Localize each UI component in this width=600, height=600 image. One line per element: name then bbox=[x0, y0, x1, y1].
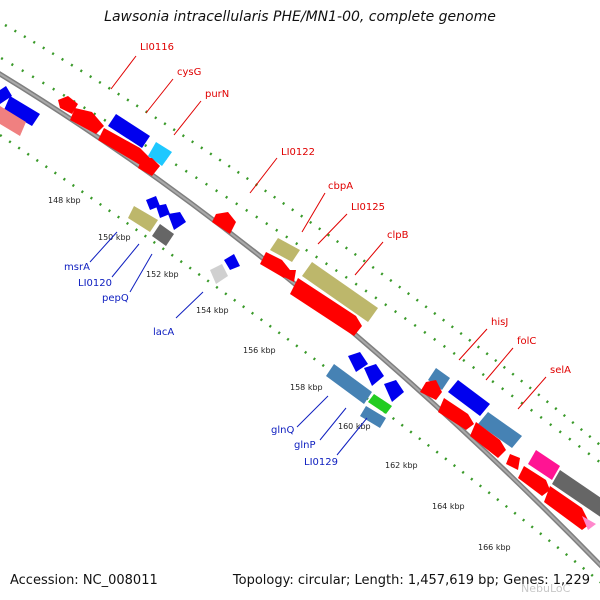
kbp-tick-label: 164 kbp bbox=[432, 502, 465, 511]
gene-feature[interactable] bbox=[364, 364, 384, 386]
gene-feature[interactable] bbox=[108, 114, 150, 148]
kbp-tick-label: 150 kbp bbox=[98, 233, 131, 242]
reverse-gene-labels: msrA LI0120 pepQ lacA glnQ glnP LI0129 bbox=[64, 231, 368, 468]
gene-feature[interactable] bbox=[70, 108, 104, 134]
gene-feature[interactable] bbox=[0, 86, 12, 104]
forward-gene-labels: LI0116 cysG purN LI0122 cbpA LI0125 clpB… bbox=[110, 42, 571, 410]
gene-feature[interactable] bbox=[544, 486, 590, 530]
gene-feature[interactable] bbox=[438, 398, 474, 430]
kbp-tick-label: 148 kbp bbox=[48, 196, 81, 205]
gene-feature[interactable] bbox=[224, 254, 240, 270]
gene-label: LI0125 bbox=[351, 202, 385, 213]
gene-feature[interactable] bbox=[0, 106, 26, 136]
gene-feature[interactable] bbox=[552, 470, 600, 518]
gene-label: LI0116 bbox=[140, 42, 174, 53]
watermark: NebuLoC bbox=[521, 582, 571, 595]
gene-feature[interactable] bbox=[58, 96, 78, 114]
gene-label: clpB bbox=[387, 230, 409, 241]
gene-label: msrA bbox=[64, 262, 90, 273]
gene-feature[interactable] bbox=[428, 368, 450, 390]
gene-feature[interactable] bbox=[152, 224, 174, 246]
gene-feature[interactable] bbox=[582, 516, 596, 530]
gene-feature[interactable] bbox=[360, 406, 386, 428]
gene-feature[interactable] bbox=[384, 380, 404, 402]
kbp-tick-label: 166 kbp bbox=[478, 543, 511, 552]
gene-feature[interactable] bbox=[290, 278, 362, 336]
gene-label: cysG bbox=[177, 67, 201, 78]
inner-dotted-ring bbox=[0, 133, 600, 584]
kbp-tick-label: 152 kbp bbox=[146, 270, 179, 279]
backbone-ring bbox=[0, 71, 600, 569]
gene-feature[interactable] bbox=[528, 450, 560, 480]
outer-dotted-ring bbox=[0, 23, 600, 464]
gene-label: purN bbox=[205, 89, 229, 100]
kbp-tick-label: 156 kbp bbox=[243, 346, 276, 355]
gene-feature[interactable] bbox=[270, 238, 300, 262]
genome-title: Lawsonia intracellularis PHE/MN1-00, com… bbox=[104, 9, 496, 25]
accession-text: Accession: NC_008011 bbox=[10, 573, 158, 588]
gene-label: LI0120 bbox=[78, 278, 112, 289]
kbp-tick-label: 160 kbp bbox=[338, 422, 371, 431]
gene-feature[interactable] bbox=[168, 212, 186, 230]
forward-genes bbox=[58, 96, 600, 530]
gene-feature[interactable] bbox=[348, 352, 368, 372]
gene-feature[interactable] bbox=[282, 270, 296, 282]
kbp-tick-label: 158 kbp bbox=[290, 383, 323, 392]
gene-feature[interactable] bbox=[156, 204, 170, 218]
gene-feature[interactable] bbox=[138, 158, 160, 176]
gene-feature[interactable] bbox=[368, 394, 392, 414]
gene-feature[interactable] bbox=[210, 264, 228, 284]
gene-feature[interactable] bbox=[4, 96, 40, 126]
gene-label: pepQ bbox=[102, 293, 129, 304]
gene-label: folC bbox=[517, 336, 536, 347]
gene-label: selA bbox=[550, 365, 571, 376]
gene-feature[interactable] bbox=[420, 380, 442, 400]
gene-feature[interactable] bbox=[470, 422, 506, 458]
gene-label: lacA bbox=[153, 327, 174, 338]
gene-feature[interactable] bbox=[128, 206, 158, 232]
gene-feature[interactable] bbox=[518, 466, 550, 496]
gene-label: glnQ bbox=[271, 425, 294, 436]
gene-feature[interactable] bbox=[302, 262, 378, 322]
gene-feature[interactable] bbox=[478, 412, 522, 448]
gene-feature[interactable] bbox=[506, 454, 520, 470]
gene-feature[interactable] bbox=[212, 212, 236, 234]
reverse-genes bbox=[0, 86, 404, 428]
gene-feature[interactable] bbox=[326, 364, 372, 404]
gene-feature[interactable] bbox=[98, 128, 150, 166]
gene-label: glnP bbox=[294, 440, 316, 451]
kbp-ticks: 148 kbp 150 kbp 152 kbp 154 kbp 156 kbp … bbox=[48, 196, 511, 552]
genome-stats-text: Topology: circular; Length: 1,457,619 bp… bbox=[232, 573, 590, 588]
gene-label: cbpA bbox=[328, 181, 353, 192]
gene-label: hisJ bbox=[491, 317, 508, 328]
gene-label: LI0122 bbox=[281, 147, 315, 158]
gene-feature[interactable] bbox=[448, 380, 490, 416]
kbp-tick-label: 162 kbp bbox=[385, 461, 418, 470]
kbp-tick-label: 154 kbp bbox=[196, 306, 229, 315]
gene-feature[interactable] bbox=[260, 252, 290, 278]
gene-label: LI0129 bbox=[304, 457, 338, 468]
